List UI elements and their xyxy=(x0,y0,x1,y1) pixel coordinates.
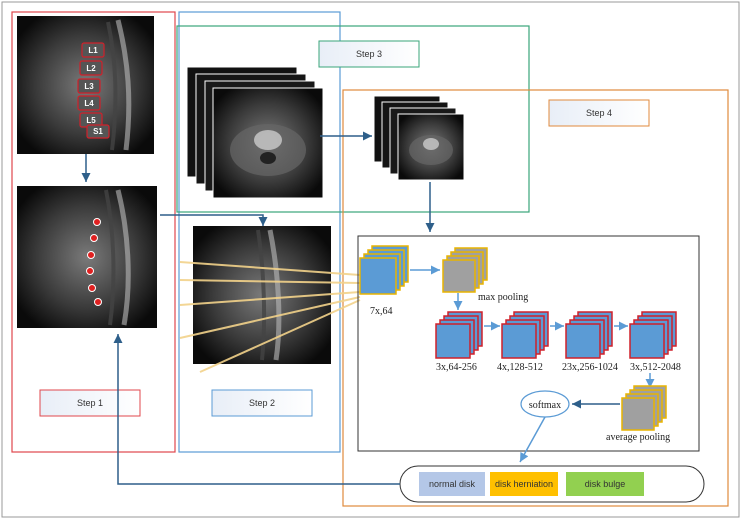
stage2-block xyxy=(501,311,549,359)
step3-label: Step 3 xyxy=(356,49,382,59)
step3-label-box xyxy=(318,40,420,68)
slice-lines xyxy=(179,261,361,373)
vertebra-label: L2 xyxy=(86,64,96,73)
arrow-step1-to-step2 xyxy=(160,214,268,226)
stage3-block xyxy=(565,311,613,359)
class-normal-box xyxy=(419,472,485,496)
step4-label: Step 4 xyxy=(586,108,612,118)
step2-label: Step 2 xyxy=(249,398,275,408)
network-box xyxy=(357,235,700,452)
step2-label-box xyxy=(211,389,313,417)
step4-label-box xyxy=(548,99,650,127)
stage4-block xyxy=(629,311,677,359)
stage4-label: 3x,512-2048 xyxy=(630,362,681,373)
conv1-label: 7x,64 xyxy=(370,306,393,317)
arrow-feedback-step1 xyxy=(113,334,400,485)
sagittal-mri-step2 xyxy=(193,226,331,364)
vertebra-label: S1 xyxy=(93,127,103,136)
class-bulge-label: disk bulge xyxy=(585,479,626,489)
avgpool-block xyxy=(621,385,667,431)
stage3-label: 23x,256-1024 xyxy=(562,362,618,373)
class-herniation-label: disk herniation xyxy=(495,479,553,489)
class-bulge-box xyxy=(566,472,644,496)
axial-image-stack xyxy=(186,66,324,199)
conv1-block xyxy=(359,245,409,295)
stage2-label: 4x,128-512 xyxy=(497,362,543,373)
stage1-label: 3x,64-256 xyxy=(436,362,477,373)
step1-label: Step 1 xyxy=(77,398,103,408)
maxpool-label: max pooling xyxy=(478,292,528,303)
class-normal-label: normal disk xyxy=(429,479,476,489)
vertebra-label: L4 xyxy=(84,99,94,108)
softmax-label: softmax xyxy=(529,400,561,411)
maxpool-block xyxy=(442,247,488,293)
step1-label-box xyxy=(39,389,141,417)
vertebra-label: L1 xyxy=(88,46,98,55)
avgpool-label: average pooling xyxy=(606,432,670,443)
stage1-block xyxy=(435,311,483,359)
class-herniation-box xyxy=(490,472,558,496)
vertebra-labels: L1 L2 L3 L4 L5 S1 xyxy=(77,42,110,139)
axial-crop-stack xyxy=(373,95,465,181)
step4-container xyxy=(342,89,729,507)
arrow-softmax-classes xyxy=(519,416,546,463)
step3-container xyxy=(176,25,530,213)
vertebra-label: L5 xyxy=(86,116,96,125)
step1-container xyxy=(11,11,176,453)
vertebra-label: L3 xyxy=(84,82,94,91)
sagittal-mri-points xyxy=(17,186,157,328)
step2-container xyxy=(178,11,341,453)
